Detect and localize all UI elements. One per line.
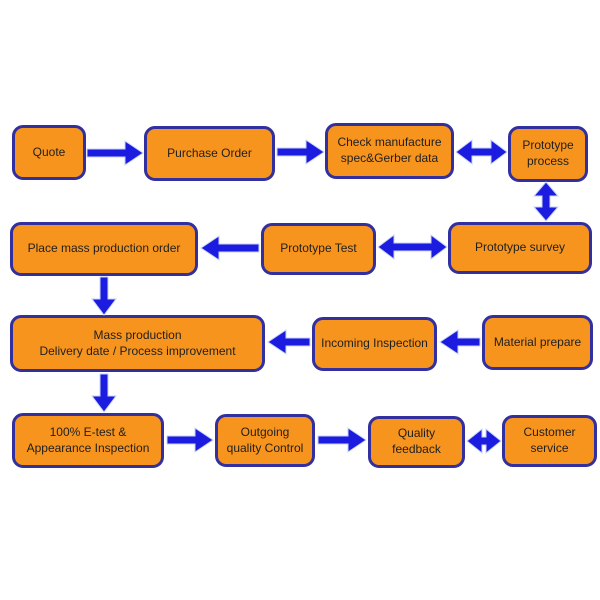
arrow-right-quote-to-purchase-order (86, 140, 144, 166)
arrow-down-place-order-to-mass-production (91, 276, 117, 316)
node-etest-appearance-inspection: 100% E-test & Appearance Inspection (12, 413, 164, 468)
node-purchase-order: Purchase Order (144, 126, 275, 181)
node-outgoing-quality-control: Outgoing quality Control (215, 414, 315, 467)
node-incoming-inspection: Incoming Inspection (312, 317, 437, 371)
node-quote: Quote (12, 125, 86, 180)
node-customer-service: Customer service (502, 415, 597, 467)
arrow-right-purchase-order-to-check-manufacture (276, 139, 325, 165)
arrow-double-check-manufacture-prototype-process (455, 139, 508, 165)
node-mass-production: Mass production Delivery date / Process … (10, 315, 265, 372)
arrow-left-incoming-inspection-to-mass-production (267, 329, 311, 355)
arrow-right-outgoing-quality-control-to-quality-feedback (317, 427, 367, 453)
node-prototype-process: Prototype process (508, 126, 588, 182)
arrow-down-mass-production-to-etest (91, 373, 117, 413)
node-prototype-test: Prototype Test (261, 223, 376, 275)
node-material-prepare: Material prepare (482, 315, 593, 370)
arrow-double-quality-feedback-customer-service (466, 427, 502, 455)
node-place-mass-production-order: Place mass production order (10, 222, 198, 276)
node-quality-feedback: Quality feedback (368, 416, 465, 468)
arrow-double-prototype-test-prototype-survey (377, 234, 448, 260)
arrow-left-material-prepare-to-incoming-inspection (439, 329, 481, 355)
node-prototype-survey: Prototype survey (448, 222, 592, 274)
node-check-manufacture: Check manufacture spec&Gerber data (325, 123, 454, 179)
arrow-double-prototype-process-prototype-survey (532, 181, 560, 222)
arrow-right-etest-to-outgoing-quality-control (166, 427, 214, 453)
arrow-left-prototype-test-to-place-order (200, 235, 260, 261)
